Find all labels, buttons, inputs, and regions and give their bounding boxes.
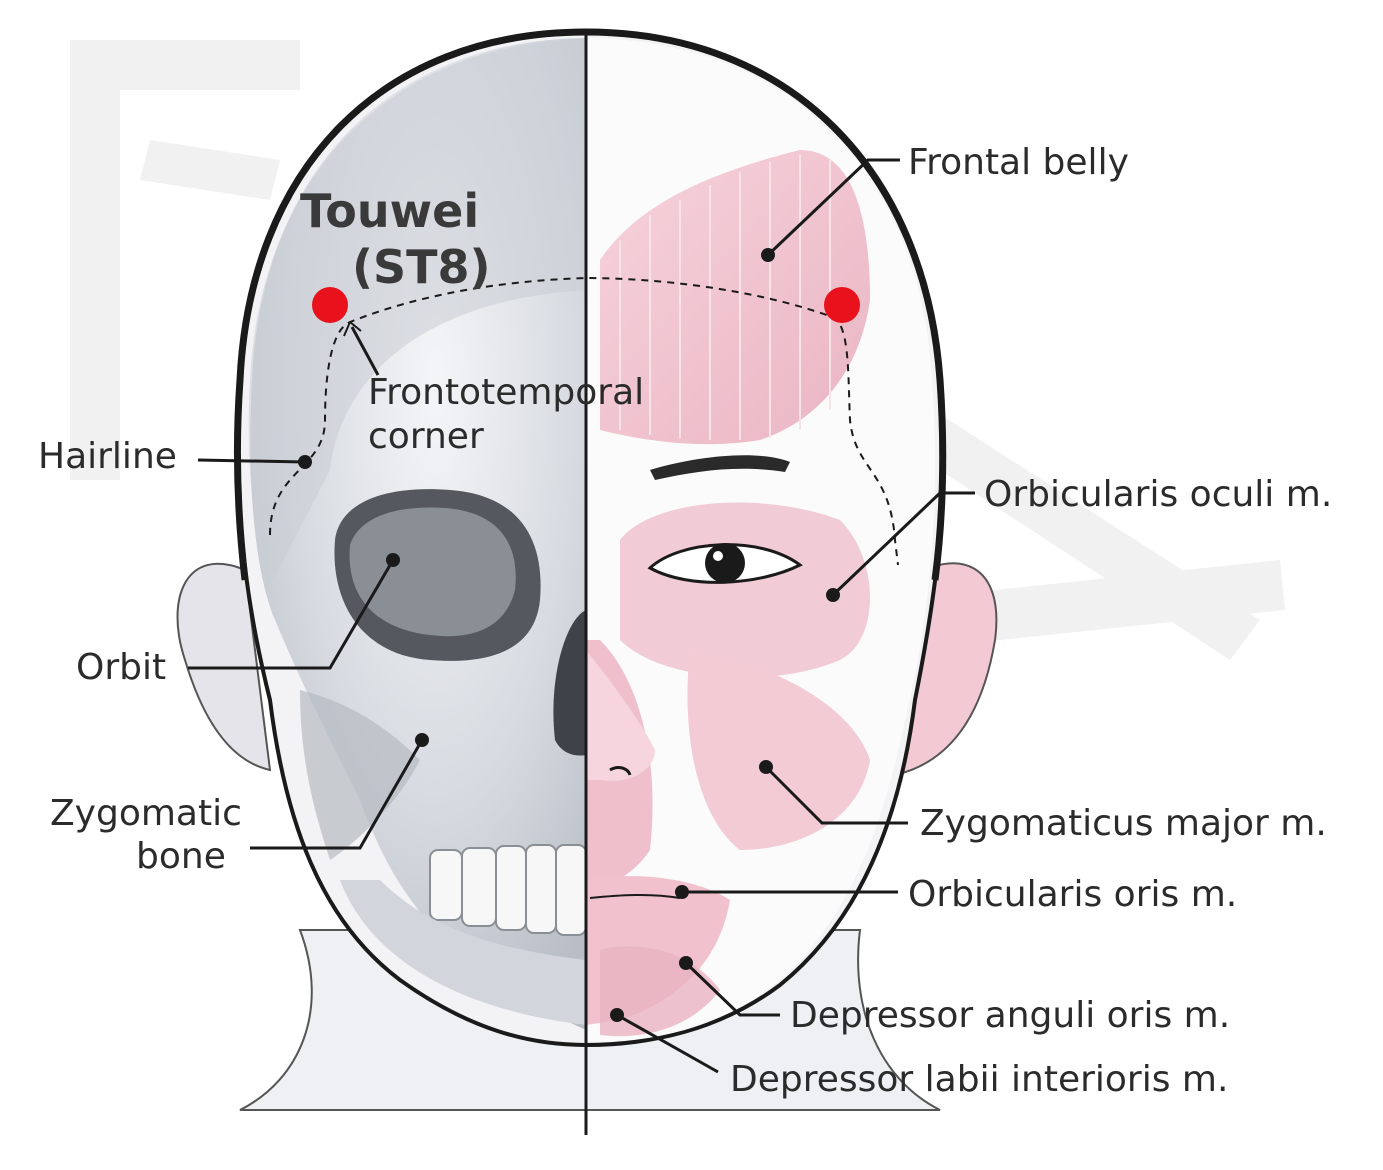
label-zygomatic-2: bone xyxy=(136,836,226,877)
label-orbicularis-oculi: Orbicularis oculi m. xyxy=(984,474,1333,515)
teeth xyxy=(429,844,586,936)
skull-half xyxy=(248,38,586,1030)
label-depressor-anguli: Depressor anguli oris m. xyxy=(790,995,1231,1036)
label-zygomatic-1: Zygomatic xyxy=(50,793,242,834)
leader-lines xyxy=(188,158,975,1074)
label-orbicularis-oris: Orbicularis oris m. xyxy=(908,874,1238,915)
point-name: Touwei xyxy=(300,184,480,238)
point-code: (ST8) xyxy=(352,240,491,294)
touwei-point-right xyxy=(824,287,860,323)
label-hairline: Hairline xyxy=(38,436,177,477)
eyebrow xyxy=(650,455,790,480)
touwei-point-left xyxy=(312,287,348,323)
label-orbit: Orbit xyxy=(76,647,167,688)
hairline-dashed xyxy=(269,276,899,566)
label-frontotemporal-2: corner xyxy=(368,416,484,457)
label-depressor-labii: Depressor labii interioris m. xyxy=(730,1059,1229,1100)
label-zygomaticus-major: Zygomaticus major m. xyxy=(920,803,1327,844)
label-frontotemporal-1: Frontotemporal xyxy=(368,372,645,413)
label-frontal-belly: Frontal belly xyxy=(908,142,1129,183)
